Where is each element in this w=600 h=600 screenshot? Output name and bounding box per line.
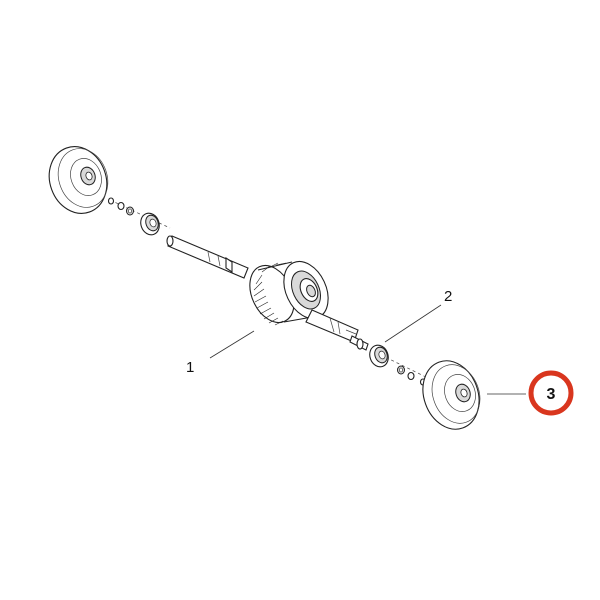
leader-lines <box>209 304 526 395</box>
selected-part-callout[interactable]: 3 <box>528 370 574 416</box>
selected-ring <box>528 370 574 416</box>
shaft-right[interactable] <box>305 309 369 351</box>
part-label-2[interactable]: 2 <box>444 288 452 305</box>
wheel-right[interactable] <box>414 353 489 437</box>
shaft-left[interactable] <box>166 235 249 279</box>
leader-line-2 <box>384 304 442 343</box>
bearing-left[interactable] <box>138 211 162 238</box>
left-fasteners[interactable] <box>107 197 134 216</box>
bearing-right[interactable] <box>367 343 391 370</box>
roller-drum[interactable] <box>241 254 337 329</box>
right-fasteners[interactable] <box>397 365 427 386</box>
wheel-left[interactable] <box>40 138 116 221</box>
part-label-3[interactable]: 3 <box>547 386 556 403</box>
roller-knurl <box>253 262 287 326</box>
axis-centerline <box>109 199 433 381</box>
leader-line-1 <box>209 330 255 359</box>
part-label-1[interactable]: 1 <box>186 359 194 376</box>
